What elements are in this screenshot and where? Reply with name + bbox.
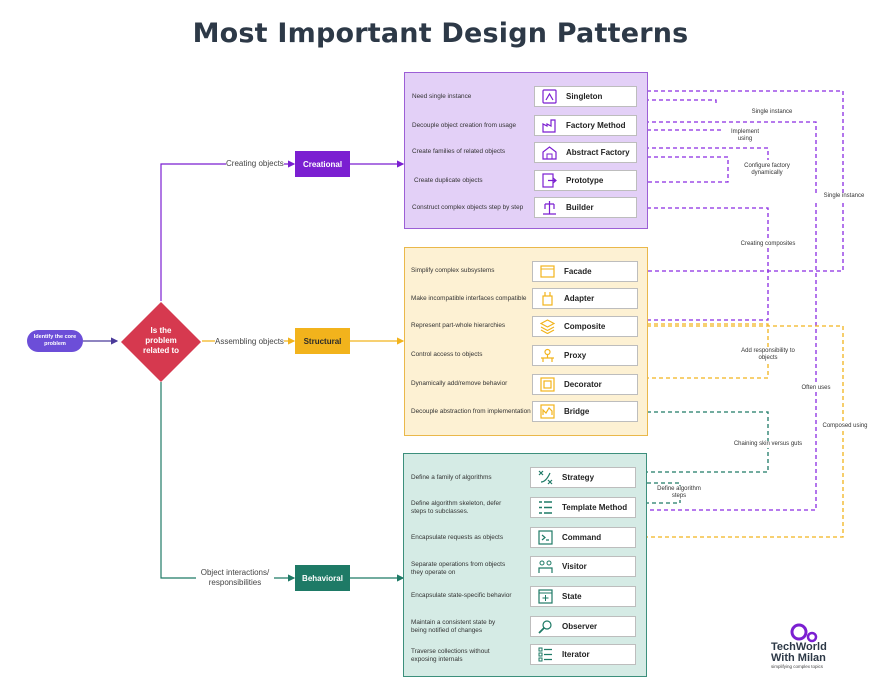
rel-often-uses: Often uses xyxy=(797,385,835,392)
page-title: Most Important Design Patterns xyxy=(192,18,689,49)
desc-state: Encapsulate state-specific behavior xyxy=(411,592,512,599)
pattern-observer[interactable]: Observer xyxy=(530,616,636,637)
edge-label-structural: Assembling objects xyxy=(215,337,284,346)
desc-command: Encapsulate requests as objects xyxy=(411,534,504,541)
desc-adapter: Make incompatible interfaces compatible xyxy=(411,295,527,302)
prototype-icon xyxy=(541,172,558,189)
decision-diamond: Is the problem related to xyxy=(121,302,201,382)
rel-add-responsibility: Add responsibility to objects xyxy=(739,348,797,362)
factory-icon xyxy=(541,117,558,134)
pattern-command[interactable]: Command xyxy=(530,527,636,548)
pattern-label: State xyxy=(562,592,582,601)
strategy-icon xyxy=(537,469,554,486)
desc-decorator: Dynamically add/remove behavior xyxy=(411,380,508,387)
visitor-icon xyxy=(537,558,554,575)
pattern-label: Iterator xyxy=(562,650,590,659)
pattern-visitor[interactable]: Visitor xyxy=(530,556,636,577)
desc-bridge: Decouple abstraction from implementation xyxy=(411,408,531,415)
pattern-label: Decorator xyxy=(564,380,602,389)
pattern-label: Prototype xyxy=(566,176,604,185)
pattern-adapter[interactable]: Adapter xyxy=(532,288,638,309)
pattern-singleton[interactable]: Singleton xyxy=(534,86,637,107)
pattern-label: Observer xyxy=(562,622,598,631)
composite-icon xyxy=(539,318,556,335)
rel-implement-using: Implement using xyxy=(723,129,767,143)
pattern-composite[interactable]: Composite xyxy=(532,316,638,337)
brand-name: TechWorld With Milan xyxy=(771,641,827,664)
pattern-label: Strategy xyxy=(562,473,595,482)
category-creational: Creational xyxy=(295,151,350,177)
edge-label-behavioral: Object interactions/ responsibilities xyxy=(196,568,274,588)
pattern-label: Command xyxy=(562,533,602,542)
iterator-icon xyxy=(537,646,554,663)
rel-creating-composites: Creating composites xyxy=(736,241,800,248)
proxy-icon xyxy=(539,347,556,364)
desc-facade: Simplify complex subsystems xyxy=(411,267,495,274)
pattern-facade[interactable]: Facade xyxy=(532,261,638,282)
category-structural: Structural xyxy=(295,328,350,354)
edge-label-creational: Creating objects xyxy=(226,159,284,168)
desc-builder: Construct complex objects step by step xyxy=(412,204,524,211)
pattern-builder[interactable]: Builder xyxy=(534,197,637,218)
brand-mark-icon xyxy=(790,623,818,643)
pattern-bridge[interactable]: Bridge xyxy=(532,401,638,422)
abstract-factory-icon xyxy=(541,144,558,161)
brand-logo: TechWorld With Milan simplifying complex… xyxy=(771,622,841,670)
desc-strategy: Define a family of algorithms xyxy=(411,474,492,481)
pattern-strategy[interactable]: Strategy xyxy=(530,467,636,488)
pattern-label: Abstract Factory xyxy=(566,148,630,157)
pattern-label: Proxy xyxy=(564,351,587,360)
pattern-label: Factory Method xyxy=(566,121,626,130)
pattern-template-method[interactable]: Template Method xyxy=(530,497,636,518)
rel-define-steps: Define algorithm steps xyxy=(652,486,706,500)
observer-icon xyxy=(537,618,554,635)
rel-single-instance-1: Single instance xyxy=(743,109,801,116)
pattern-label: Composite xyxy=(564,322,606,331)
state-icon xyxy=(537,588,554,605)
pattern-iterator[interactable]: Iterator xyxy=(530,644,636,665)
pattern-factory-method[interactable]: Factory Method xyxy=(534,115,637,136)
pattern-state[interactable]: State xyxy=(530,586,636,607)
desc-visitor: Separate operations from objects they op… xyxy=(411,561,506,576)
facade-icon xyxy=(539,263,556,280)
decision-label: Is the problem related to xyxy=(142,326,179,355)
pattern-label: Template Method xyxy=(562,503,628,512)
desc-iterator: Traverse collections without exposing in… xyxy=(411,648,490,663)
category-behavioral: Behavioral xyxy=(295,565,350,591)
desc-observer: Maintain a consistent state by being not… xyxy=(411,619,496,634)
template-method-icon xyxy=(537,499,554,516)
pattern-label: Facade xyxy=(564,267,592,276)
rel-chaining: Chaining skin versus guts xyxy=(733,441,803,448)
desc-proxy: Control access to objects xyxy=(411,351,483,358)
pattern-label: Adapter xyxy=(564,294,595,303)
pattern-label: Singleton xyxy=(566,92,603,101)
pattern-prototype[interactable]: Prototype xyxy=(534,170,637,191)
pattern-abstract-factory[interactable]: Abstract Factory xyxy=(534,142,637,163)
desc-prototype: Create duplicate objects xyxy=(414,177,483,184)
command-icon xyxy=(537,529,554,546)
pattern-label: Builder xyxy=(566,203,594,212)
pattern-proxy[interactable]: Proxy xyxy=(532,345,638,366)
bridge-icon xyxy=(539,403,556,420)
desc-abstract-factory: Create families of related objects xyxy=(412,148,506,155)
pattern-label: Bridge xyxy=(564,407,590,416)
rel-single-instance-2: Single instance xyxy=(815,193,873,200)
rel-composed-using: Composed using xyxy=(819,423,871,430)
decorator-icon xyxy=(539,376,556,393)
start-node: Identify the core problem xyxy=(27,330,83,352)
pattern-decorator[interactable]: Decorator xyxy=(532,374,638,395)
pattern-label: Visitor xyxy=(562,562,587,571)
desc-factory-method: Decouple object creation from usage xyxy=(412,122,517,129)
desc-template-method: Define algorithm skeleton, defer steps t… xyxy=(411,500,502,515)
desc-composite: Represent part-whole hierarchies xyxy=(411,322,506,329)
builder-icon xyxy=(541,199,558,216)
brand-tagline: simplifying complex topics xyxy=(771,664,824,669)
desc-singleton: Need single instance xyxy=(412,93,472,100)
rel-configure-factory: Configure factory dynamically xyxy=(735,163,799,177)
singleton-icon xyxy=(541,88,558,105)
adapter-icon xyxy=(539,290,556,307)
